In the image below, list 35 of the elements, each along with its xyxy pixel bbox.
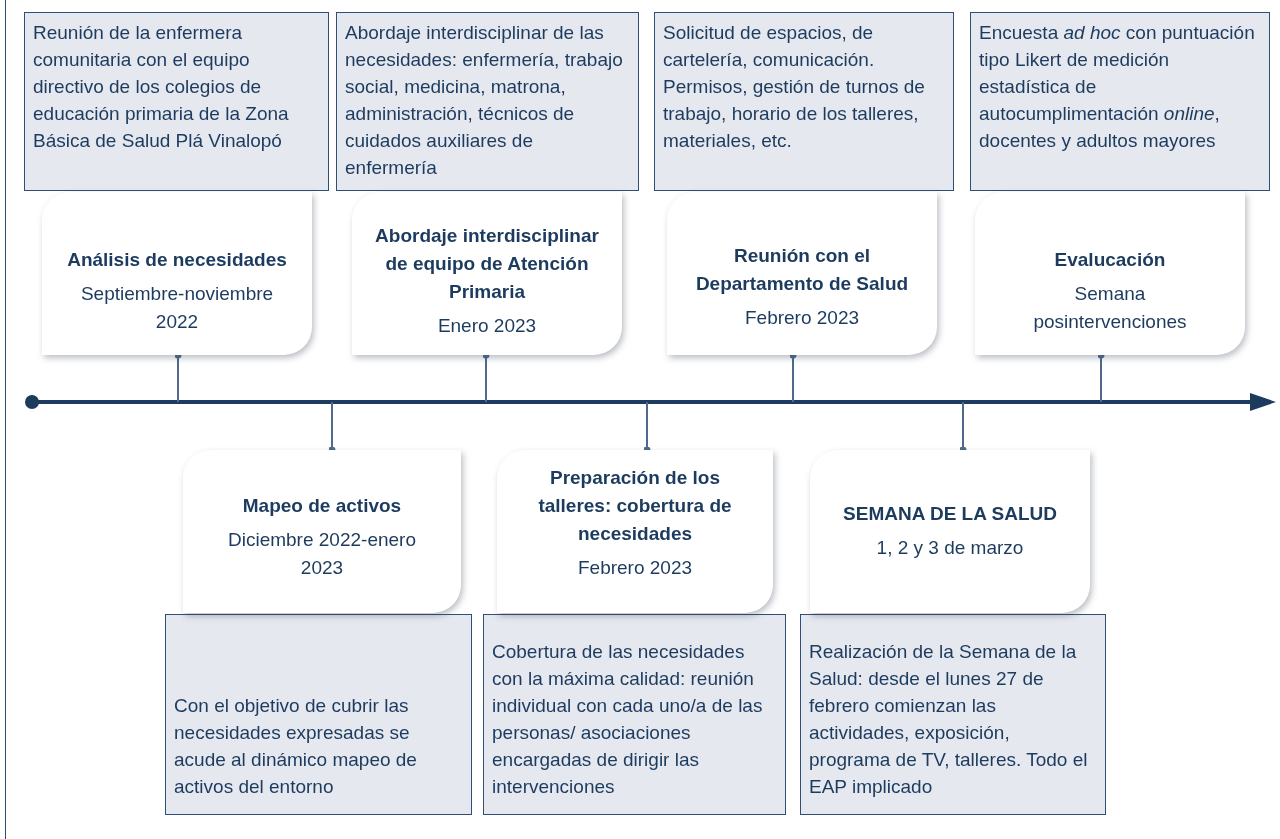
milestone-date: 1, 2 y 3 de marzo: [876, 536, 1024, 560]
description-panel: [165, 614, 472, 815]
milestone-date: Febrero 2023: [577, 556, 693, 580]
description-text: Cobertura de las necesidades con la máxima calidad: reunión individual con cada uno/a de las personas/ asociaciones encargadas de dirigir las intervenciones: [492, 640, 764, 799]
milestone-title: Análisis de necesidades: [67, 248, 287, 272]
description-text: Realización de la Semana de la Salud: desde el lunes 27 de febrero comienzan las actividades, exposición, programa de TV, talleres. Todo el EAP implicado: [809, 640, 1089, 799]
description-text: Con el objetivo de cubrir las necesidades expresadas se acude al dinámico mapeo de activos del entorno: [174, 694, 418, 799]
milestone-card: [975, 192, 1245, 355]
description-panel: [800, 614, 1106, 815]
milestone-title: Evalucación: [1054, 248, 1166, 272]
milestone-card: [667, 192, 937, 355]
milestone-card: [810, 450, 1090, 613]
description-panel: [336, 12, 639, 191]
milestone-date: Enero 2023: [437, 314, 537, 338]
description-text: Solicitud de espacios, de cartelería, comunicación. Permisos, gestión de turnos de trabajo, horario de los talleres, materiales, etc.: [663, 21, 926, 153]
description-text: Encuesta ad hoc con puntuación tipo Likert de medición estadística de autocumplimentación online, docentes y adultos mayores: [979, 21, 1256, 153]
description-panel: [970, 12, 1270, 191]
milestone-card: [497, 450, 773, 613]
description-panel: [24, 12, 329, 191]
description-text: Reunión de la enfermera comunitaria con el equipo directivo de los colegios de educación primaria de la Zona Básica de Salud Plá Vinalopó: [33, 21, 290, 153]
milestone-title: SEMANA DE LA SALUD: [843, 502, 1057, 526]
milestone-title: Reunión con el Departamento de Salud: [694, 244, 910, 296]
milestone-title: Abordaje interdisciplinar de equipo de Atención Primaria: [374, 224, 600, 304]
milestone-card: [42, 192, 312, 355]
description-panel: [483, 614, 786, 815]
milestone-card: [352, 192, 622, 355]
milestone-date: Semana posintervenciones: [1032, 282, 1188, 334]
milestone-title: Preparación de los talleres: cobertura de necesidades: [537, 466, 733, 546]
description-panel: [654, 12, 954, 191]
milestone-date: Septiembre-noviembre 2022: [79, 282, 275, 334]
milestone-date: Febrero 2023: [744, 306, 860, 330]
milestone-card: [183, 450, 461, 613]
description-text: Abordaje interdisciplinar de las necesidades: enfermería, trabajo social, medicina, matrona, administración, técnicos de cuidados auxiliares de enfermería: [345, 21, 624, 180]
milestone-title: Mapeo de activos: [242, 494, 402, 518]
milestone-date: Diciembre 2022-enero 2023: [227, 528, 417, 580]
